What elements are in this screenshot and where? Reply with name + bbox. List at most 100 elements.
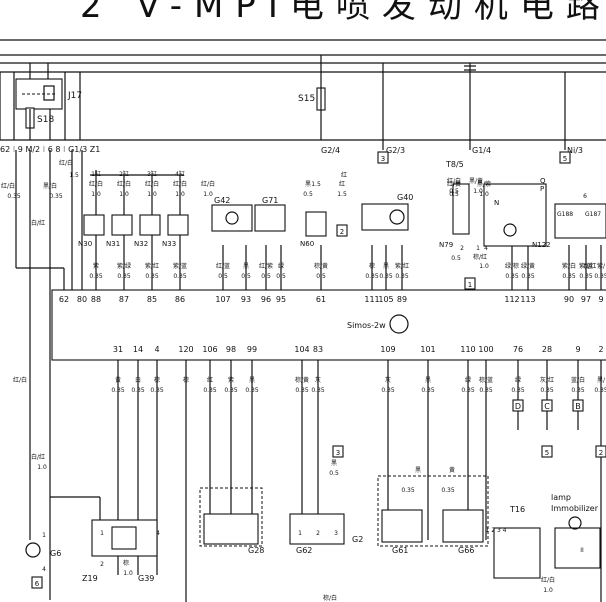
lamp-label: lamp [551, 493, 571, 502]
top-wire-size: 1.0 [147, 191, 157, 198]
ecu-output-wires [50, 360, 602, 602]
bottom-wire-label-size: 0.35 [111, 387, 125, 394]
top-wire-color: 黑 [305, 181, 311, 188]
ecu-bottom-pin: 76 [513, 345, 523, 354]
top-wire-label-size: 0.35 [395, 273, 409, 280]
misc-label: 红/白 [1, 182, 15, 190]
top-wire-tags: 红/白1.0红/白1.0红/白1.0红/白1.0红/白1.0黑0.5红1.5红/… [89, 180, 491, 198]
N-label: N [494, 199, 499, 207]
bottom-wire-label-color: 棕 [183, 376, 189, 384]
top-wire-label-color: 紫/ [597, 262, 606, 270]
G40-label: G40 [397, 193, 413, 202]
misc-label: 2 [100, 561, 104, 568]
G6-label: G6 [50, 549, 61, 558]
misc-label: 1.0 [473, 188, 483, 195]
bottom-wire-label-size: 0.35 [150, 387, 164, 394]
N60-label: N60 [300, 240, 314, 248]
injector-tag: 2缸 [119, 170, 129, 178]
P-label: P [540, 185, 544, 193]
top-wire-size: 1.0 [203, 191, 213, 198]
ecu-label: Simos-2w [347, 321, 386, 330]
top-wire-label-color: 绿 [278, 262, 284, 270]
ecu-logo [389, 314, 409, 334]
bottom-wire-label-color: 红 [207, 376, 213, 384]
bottom-wire-label-size: 0.35 [479, 387, 493, 394]
G2_4-label: G2/4 [321, 146, 340, 155]
ecu-top-pin: 87 [119, 295, 129, 304]
bottom-wire-label-size: 0.35 [295, 387, 309, 394]
ecu-bottom-pin: 4 [154, 345, 159, 354]
bottom-wire-label-size: 0.35 [381, 387, 395, 394]
ecu-input-wires [15, 150, 602, 600]
top-wire-label-color: 棕/黄 [314, 262, 328, 270]
misc-label: 红/白 [541, 576, 555, 584]
ecu-top-pin: 96 [261, 295, 271, 304]
misc-label: 黑/白 [43, 182, 57, 190]
bottom-wire-label-color: 棕/蓝 [479, 376, 493, 384]
misc-label: 1.0 [479, 263, 489, 270]
bottom-wire-label-color: 黄 [115, 376, 121, 384]
top-wire-label-color: 绿/黄 [521, 262, 535, 270]
misc-label: 1 2 3 4 [486, 527, 507, 534]
misc-label: 1.5 [69, 172, 79, 179]
top-wire-size: 1.5 [337, 191, 347, 198]
misc-label: 0.5 [449, 188, 459, 195]
top-wire-label-color: 红/蓝 [216, 262, 230, 270]
G2-label: G2 [352, 535, 363, 544]
ecu-top-pin: 88 [91, 295, 101, 304]
N79-label: N79 [439, 241, 453, 249]
ecu-top-pin: 93 [241, 295, 251, 304]
bottom-wire-label-size: 0.35 [311, 387, 325, 394]
top-wire-color: 红/白 [201, 180, 215, 188]
top-wire-label-color: 紫/蓝 [579, 262, 593, 270]
G71-label: G71 [262, 196, 278, 205]
misc-label: 棕 [123, 559, 129, 567]
misc-label: 红/白 [13, 376, 27, 384]
misc-label: 1.0 [543, 587, 553, 594]
bottom-tag-box [541, 399, 553, 412]
top-wire-size: 0.5 [449, 191, 459, 198]
N122-label: N122 [532, 241, 551, 249]
bottom-wire-label-size: 0.35 [203, 387, 217, 394]
top-wire-label-size: 0.35 [579, 273, 593, 280]
misc-label: 4 [42, 566, 46, 573]
misc-label: 黄 [449, 466, 455, 474]
top-wire-label-color: 紫/蓝 [173, 262, 187, 270]
G188-label: G188 [557, 211, 573, 218]
injector-group [83, 183, 606, 247]
bottom-wire-label-size: 0.35 [421, 387, 435, 394]
connector-number: 2 [340, 228, 344, 236]
misc-label: 白/红 [31, 453, 45, 461]
misc-label: II [580, 547, 584, 554]
ecu-top-pin: 80 [77, 295, 87, 304]
connector-number: 5 [545, 449, 549, 457]
ecu-bottom-pin: 109 [380, 345, 395, 354]
ecu-top-pin: 86 [175, 295, 185, 304]
connector-number: 3 [336, 449, 340, 457]
ecu-top-pin: 85 [147, 295, 157, 304]
misc-label: 黑/黄 [469, 177, 483, 185]
bottom-wire-label-color: 白 [135, 376, 141, 384]
misc-label: 1 [298, 530, 302, 537]
misc-label: 1 [42, 532, 46, 539]
top-wire-label-size: 0.35 [521, 273, 535, 280]
G1_4-label: G1/4 [472, 146, 491, 155]
top-wire-label-color: 紫/红 [395, 262, 409, 270]
misc-label: 0.35 [441, 487, 455, 494]
bottom-tag-letter: D [515, 402, 521, 411]
bottom-wire-labels: 黄0.35白0.35棕0.35棕红0.35紫0.35黑0.35棕/黄0.35灰0… [111, 376, 606, 394]
ecu-top-pin: 97 [581, 295, 591, 304]
misc-label: 白/红 [31, 219, 45, 227]
immobilizer-label: Immobilizer [551, 504, 599, 513]
Q-label: Q [540, 177, 546, 185]
misc-label: 黑 [331, 460, 337, 467]
bottom-wire-label-color: 棕 [154, 376, 160, 384]
top-wire-size: 1.0 [119, 191, 129, 198]
bottom-tag-box [512, 399, 524, 412]
connector-box [595, 445, 606, 458]
T8_5-label: T8/5 [445, 160, 464, 169]
